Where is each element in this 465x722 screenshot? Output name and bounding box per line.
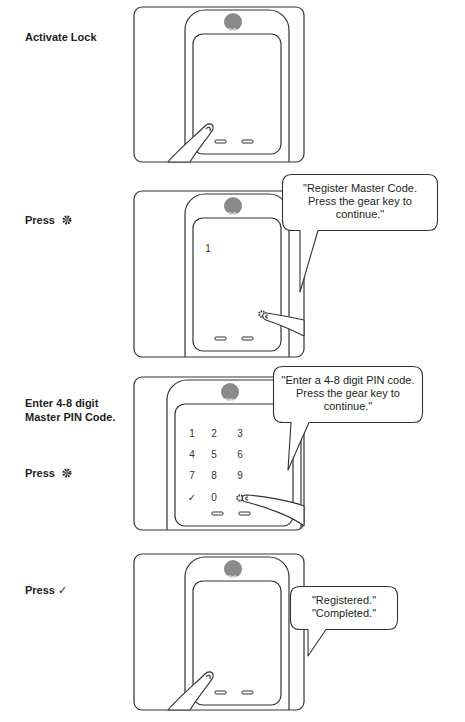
- speech-text: "Register Master Code. Press the gear ke…: [290, 182, 430, 221]
- brand-logo: Yale: [220, 396, 240, 404]
- step-label: Press: [25, 466, 55, 480]
- keypad-key: 7: [185, 470, 199, 482]
- keypad-key: 4: [185, 449, 199, 461]
- keypad-key: 6: [233, 449, 247, 461]
- brand-logo: Yale: [223, 26, 243, 34]
- speech-bubble: "Enter a 4-8 digit PIN code. Press the g…: [273, 366, 423, 423]
- keypad-key: ✓: [185, 492, 199, 504]
- speech-text: "Completed.": [298, 607, 390, 620]
- keypad-key: 9: [233, 470, 247, 482]
- step-label: Press ✓: [25, 583, 67, 597]
- speech-bubble: "Register Master Code. Press the gear ke…: [282, 174, 438, 231]
- brand-logo: Yale: [223, 573, 243, 581]
- gear-icon: [64, 217, 71, 477]
- speech-text: "Enter a 4-8 digit PIN code. Press the g…: [281, 374, 415, 413]
- speech-text: "Registered.": [298, 594, 390, 607]
- panel-frame: [134, 7, 304, 162]
- keypad-key: 1: [185, 428, 199, 440]
- keypad-key: 0: [207, 492, 221, 504]
- panel-frame: [134, 191, 304, 357]
- step-label: Enter 4-8 digit Master PIN Code.: [25, 396, 125, 424]
- keypad-key: 3: [233, 428, 247, 440]
- keypad-key: 8: [207, 470, 221, 482]
- step-label: Activate Lock: [25, 30, 97, 44]
- lock-body: [185, 194, 289, 357]
- keypad-key: 1: [201, 243, 215, 255]
- step-label: Press: [25, 213, 55, 227]
- keypad-key: 2: [207, 428, 221, 440]
- keypad-key: 5: [207, 449, 221, 461]
- panel-frame: [134, 554, 304, 710]
- brand-logo: Yale: [223, 210, 243, 218]
- speech-bubble: "Registered.""Completed.": [290, 586, 398, 630]
